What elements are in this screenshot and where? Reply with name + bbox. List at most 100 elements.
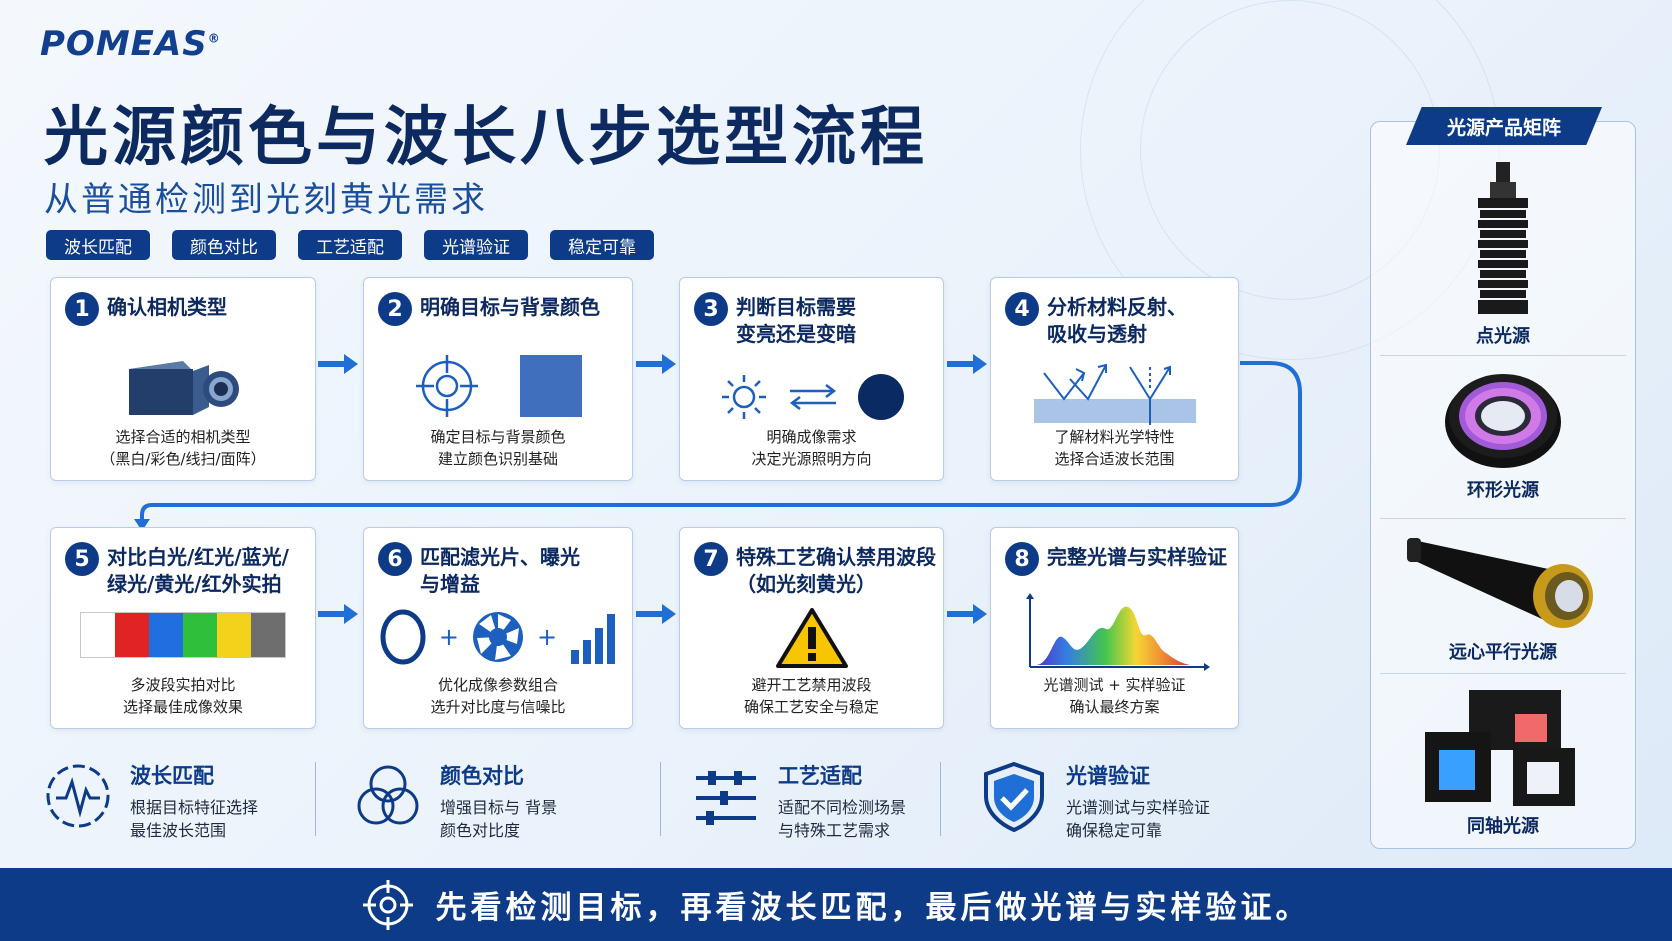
tag: 颜色对比	[172, 230, 276, 260]
divider	[940, 762, 941, 836]
arrow-right-icon	[636, 604, 676, 624]
product-telecentric-light: 远心平行光源	[1380, 530, 1626, 664]
reflection-absorption-icon	[991, 358, 1238, 430]
color-swatch	[115, 613, 149, 657]
divider	[1380, 673, 1626, 674]
divider	[660, 762, 661, 836]
product-label: 点光源	[1476, 326, 1530, 347]
divider	[1380, 518, 1626, 519]
swap-arrows-icon	[789, 384, 836, 410]
page-title: 光源颜色与波长八步选型流程	[44, 101, 928, 175]
dark-circle-icon	[857, 374, 904, 420]
wavelength-icon	[46, 764, 110, 828]
step-title: 特殊工艺确认禁用波段 （如光刻黄光）	[736, 545, 936, 596]
step-number: 5	[65, 542, 99, 576]
product-ring-light: 环形光源	[1380, 362, 1626, 502]
step-card-8: 8 完整光谱与实样验证 光谱测试 + 实样验证 确认最终方案	[990, 527, 1239, 729]
step-desc: 多波段实拍对比 选择最佳成像效果	[122, 676, 243, 716]
product-matrix-title: 光源产品矩阵	[1406, 107, 1602, 145]
arrow-right-icon	[947, 354, 987, 374]
divider	[1380, 355, 1626, 356]
step-number: 2	[378, 292, 412, 326]
product-label: 同轴光源	[1467, 816, 1539, 837]
step-title: 明确目标与背景颜色	[420, 295, 600, 319]
feature-process: 工艺适配适配不同检测场景 与特殊工艺需求	[690, 760, 906, 842]
step-number: 4	[1005, 292, 1039, 326]
product-spot-light: 点光源	[1380, 158, 1626, 348]
tag: 光谱验证	[424, 230, 528, 260]
aperture-icon	[473, 612, 523, 662]
filter-ring-icon	[380, 609, 426, 665]
spectrum-chart-icon	[991, 592, 1238, 672]
background-color-swatch	[520, 355, 582, 417]
step-number: 8	[1005, 542, 1039, 576]
target-icon	[362, 879, 413, 930]
color-swatch	[81, 613, 115, 657]
step-desc: 明确成像需求 决定光源照明方向	[751, 428, 872, 468]
color-swatch	[251, 613, 285, 657]
step-desc: 光谱测试 + 实样验证 确认最终方案	[1043, 676, 1186, 716]
step-title: 分析材料反射、 吸收与透射	[1047, 295, 1187, 346]
step-title: 判断目标需要 变亮还是变暗	[736, 295, 856, 346]
signal-bars-icon	[571, 614, 616, 664]
shield-check-icon	[984, 761, 1044, 832]
step-number: 7	[694, 542, 728, 576]
brand-logo: POMEAS®	[40, 24, 221, 64]
feature-spectrum-verify: 光谱验证光谱测试与实样验证 确保稳定可靠	[978, 760, 1210, 842]
feature-title: 波长匹配	[130, 764, 214, 788]
footer-banner: 先看检测目标，再看波长匹配，最后做光谱与实样验证。	[0, 868, 1672, 941]
feature-title: 工艺适配	[778, 764, 862, 788]
flow-connector	[134, 361, 1302, 531]
sun-icon	[721, 375, 766, 419]
target-icon	[416, 355, 478, 417]
step-title: 确认相机类型	[107, 295, 227, 319]
step-number: 3	[694, 292, 728, 326]
telecentric-light-image	[1407, 538, 1593, 628]
sliders-icon	[696, 771, 756, 825]
step-desc: 避开工艺禁用波段 确保工艺安全与稳定	[743, 676, 879, 716]
feature-wavelength: 波长匹配根据目标特征选择 最佳波长范围	[42, 760, 258, 842]
arrow-right-icon	[318, 354, 358, 374]
feature-desc: 适配不同检测场景 与特殊工艺需求	[778, 798, 907, 840]
tag: 工艺适配	[298, 230, 402, 260]
step-card-2: 2 明确目标与背景颜色 确定目标与背景颜色 建立颜色识别基础	[363, 277, 633, 481]
feature-title: 颜色对比	[440, 764, 524, 788]
color-swatch	[149, 613, 183, 657]
product-coaxial-light: 同轴光源	[1380, 686, 1626, 838]
spot-light-image	[1478, 162, 1528, 314]
page-subtitle: 从普通检测到光刻黄光需求	[44, 180, 488, 220]
tag: 波长匹配	[46, 230, 150, 260]
step-number: 1	[65, 292, 99, 326]
arrow-right-icon	[947, 604, 987, 624]
step-desc: 确定目标与背景颜色 建立颜色识别基础	[430, 428, 566, 468]
camera-icon	[51, 346, 315, 426]
arrow-right-icon	[318, 604, 358, 624]
step-desc: 优化成像参数组合 选升对比度与信噪比	[430, 676, 566, 716]
feature-desc: 增强目标与 背景 颜色对比度	[440, 798, 558, 840]
product-label: 环形光源	[1467, 480, 1539, 501]
divider	[315, 762, 316, 836]
ring-light-image	[1445, 374, 1561, 468]
color-swatch	[217, 613, 251, 657]
step-title: 完整光谱与实样验证	[1047, 545, 1227, 569]
tag: 稳定可靠	[550, 230, 654, 260]
step-number: 6	[378, 542, 412, 576]
footer-text: 先看检测目标，再看波长匹配，最后做光谱与实样验证。	[435, 890, 1311, 926]
step-title: 对比白光/红光/蓝光/ 绿光/黄光/红外实拍	[107, 545, 289, 596]
color-swatch	[183, 613, 217, 657]
feature-desc: 光谱测试与实样验证 确保稳定可靠	[1066, 798, 1211, 840]
feature-color-contrast: 颜色对比增强目标与 背景 颜色对比度	[352, 760, 557, 842]
product-label: 远心平行光源	[1449, 642, 1557, 663]
step-title: 匹配滤光片、曝光 与增益	[420, 545, 580, 596]
arrow-right-icon	[636, 354, 676, 374]
color-overlap-icon	[357, 765, 419, 825]
step-desc: 了解材料光学特性 选择合适波长范围	[1054, 428, 1175, 468]
color-swatches	[51, 610, 315, 660]
tag-row: 波长匹配 颜色对比 工艺适配 光谱验证 稳定可靠	[46, 230, 654, 260]
